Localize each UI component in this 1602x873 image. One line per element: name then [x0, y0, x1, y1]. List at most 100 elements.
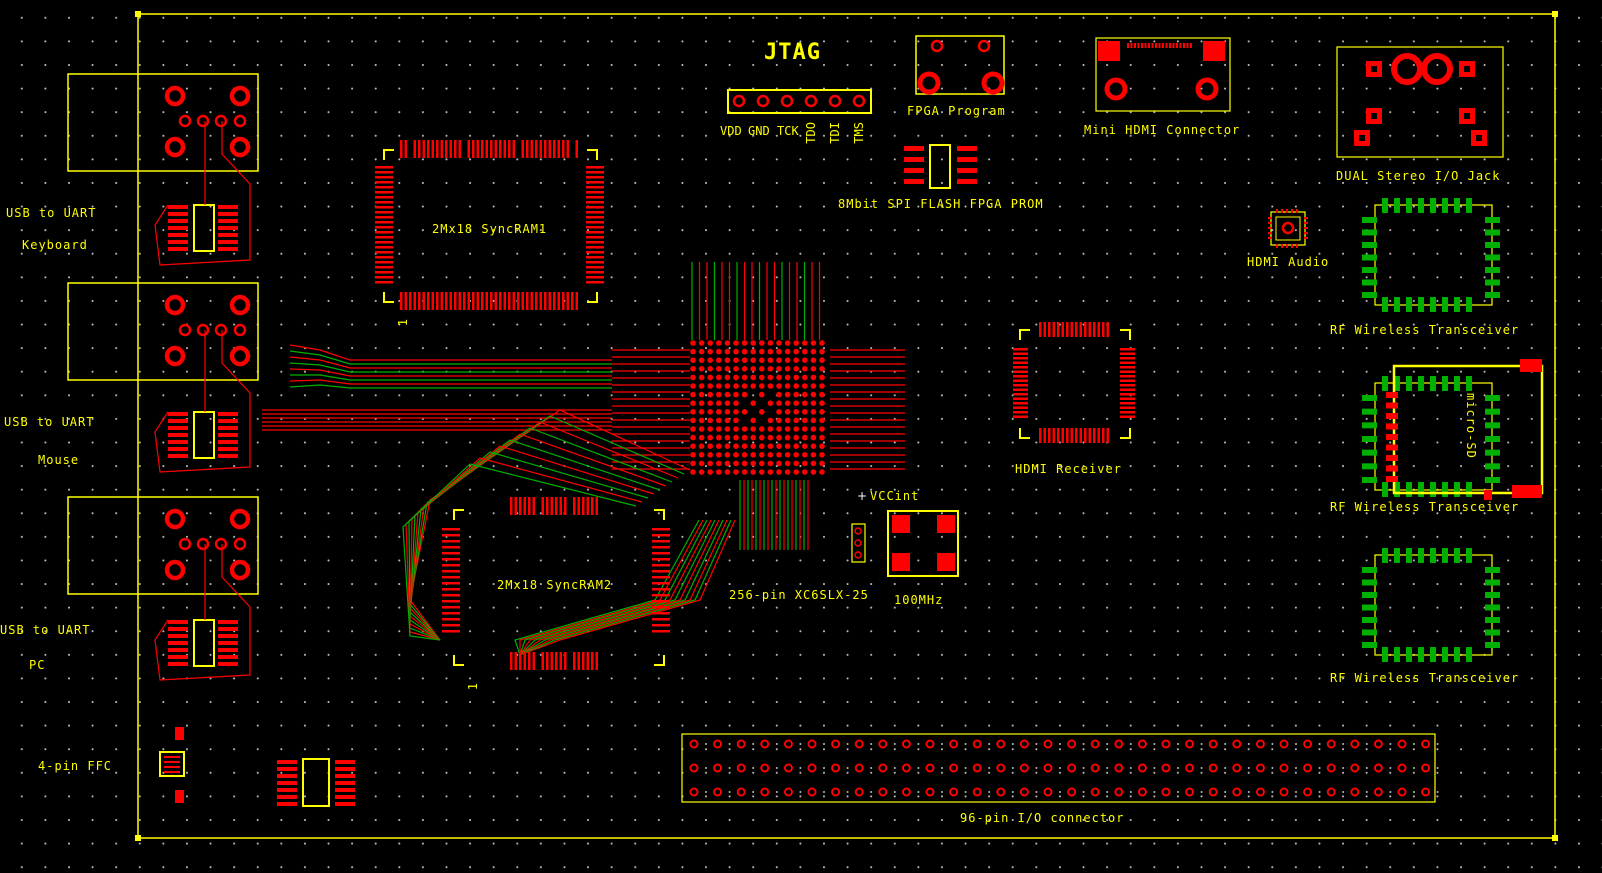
bga-ball — [810, 340, 817, 346]
usb-uart-2-label: USB to UART — [4, 415, 95, 429]
io-pin-dot — [799, 767, 802, 769]
smd-pad — [1120, 357, 1135, 360]
bga-ball — [741, 434, 748, 441]
bga-ball — [724, 469, 731, 475]
usb-signal-pad — [233, 114, 247, 128]
io-pin-pad — [1232, 763, 1242, 773]
trace — [289, 362, 612, 373]
bga-ball — [741, 443, 748, 450]
smd-pad — [218, 627, 238, 631]
bga-ball — [810, 417, 817, 424]
rf-pad — [1485, 436, 1500, 442]
smd-pad — [571, 292, 574, 310]
io-pin-dot — [941, 743, 943, 745]
smd-pad — [586, 236, 604, 239]
smd-pad — [1304, 237, 1308, 239]
smd-pad — [566, 140, 569, 158]
smd-pad — [467, 292, 470, 310]
bga-ball — [716, 409, 722, 415]
smd-pad — [431, 292, 434, 310]
io-pin-dot — [1413, 743, 1415, 745]
smd-pad — [418, 140, 421, 158]
io-pin-dot — [988, 767, 991, 769]
io-pin-pad — [1019, 739, 1029, 749]
rf-transceiver-1-label: RF Wireless Transceiver — [1330, 323, 1520, 337]
bga-ball — [724, 348, 731, 355]
spi-flash-outline — [929, 144, 951, 189]
trace — [289, 368, 612, 377]
smd-pad — [1386, 392, 1398, 398]
smd-pad — [481, 140, 484, 158]
io-pin-dot — [752, 767, 755, 769]
io-pin-pad — [807, 763, 817, 773]
bga-ball — [741, 426, 748, 432]
smd-pad — [904, 179, 924, 184]
io-pin-pad — [925, 763, 935, 773]
smd-pad — [175, 727, 184, 740]
io-pin-pad — [878, 787, 888, 797]
bga-ball — [707, 426, 713, 432]
oscillator-outline — [887, 510, 959, 577]
smd-pad — [1291, 209, 1293, 213]
io-pin-pad — [1161, 739, 1171, 749]
bga-ball — [793, 340, 799, 346]
smd-pad — [539, 140, 542, 158]
io-pin-dot — [964, 791, 967, 793]
bga-ball — [690, 357, 696, 364]
rf-transceiver-3-label: RF Wireless Transceiver — [1330, 671, 1520, 685]
smd-pad — [277, 767, 297, 771]
usb-signal-pad — [178, 114, 192, 128]
io-pin-dot — [1436, 743, 1439, 745]
bga-ball — [759, 348, 765, 355]
bga-ball — [690, 417, 696, 424]
smd-pad — [1183, 43, 1185, 48]
smd-pad — [1386, 413, 1398, 419]
rf-pad — [1382, 482, 1388, 497]
io-pin-dot — [893, 767, 896, 769]
through-hole-pad — [1104, 77, 1128, 101]
usb-mount-pad — [229, 508, 251, 530]
usb-signal-pad — [196, 323, 210, 337]
bga-ball — [759, 443, 765, 450]
smd-pad — [652, 630, 670, 633]
io-pin-dot — [1247, 791, 1250, 793]
io-pin-pad — [831, 739, 841, 749]
smd-pad — [375, 226, 393, 229]
rf-pad — [1466, 482, 1472, 497]
bga-ball — [793, 400, 799, 407]
rf-pad — [1362, 408, 1377, 415]
smd-pad — [591, 652, 594, 670]
smd-pad — [652, 576, 670, 579]
trace — [519, 519, 720, 656]
io-pin-pad — [1090, 763, 1100, 773]
smd-pad — [541, 652, 544, 670]
io-pin-pad — [949, 739, 959, 749]
bga-ball — [707, 357, 713, 364]
micro-sd-label: micro-SD — [1464, 393, 1478, 459]
smd-pad — [1120, 348, 1135, 351]
smd-pad — [652, 606, 670, 609]
smd-pad — [427, 140, 430, 158]
smd-pad — [1066, 428, 1069, 443]
smd-pad — [375, 211, 393, 214]
pad-hole — [1464, 66, 1470, 72]
bga-ball — [767, 400, 774, 407]
io-pin-pad — [972, 763, 982, 773]
bga-ball — [810, 374, 817, 381]
smd-pad — [1039, 428, 1042, 443]
smd-pad — [1304, 222, 1308, 224]
io-pin-pad — [1303, 787, 1313, 797]
io-pin-dot — [1153, 767, 1156, 769]
bga-ball — [776, 357, 782, 364]
bga-ball — [741, 348, 748, 355]
bga-ball — [698, 340, 705, 346]
smd-pad — [1048, 428, 1051, 443]
bga-ball — [707, 469, 713, 475]
smd-pad — [1079, 428, 1082, 443]
trace — [519, 519, 704, 655]
hdmi-receiver-label: HDMI Receiver — [1015, 462, 1122, 476]
smd-pad — [582, 497, 585, 515]
smd-pad — [168, 620, 188, 624]
smd-pad — [1013, 402, 1028, 405]
